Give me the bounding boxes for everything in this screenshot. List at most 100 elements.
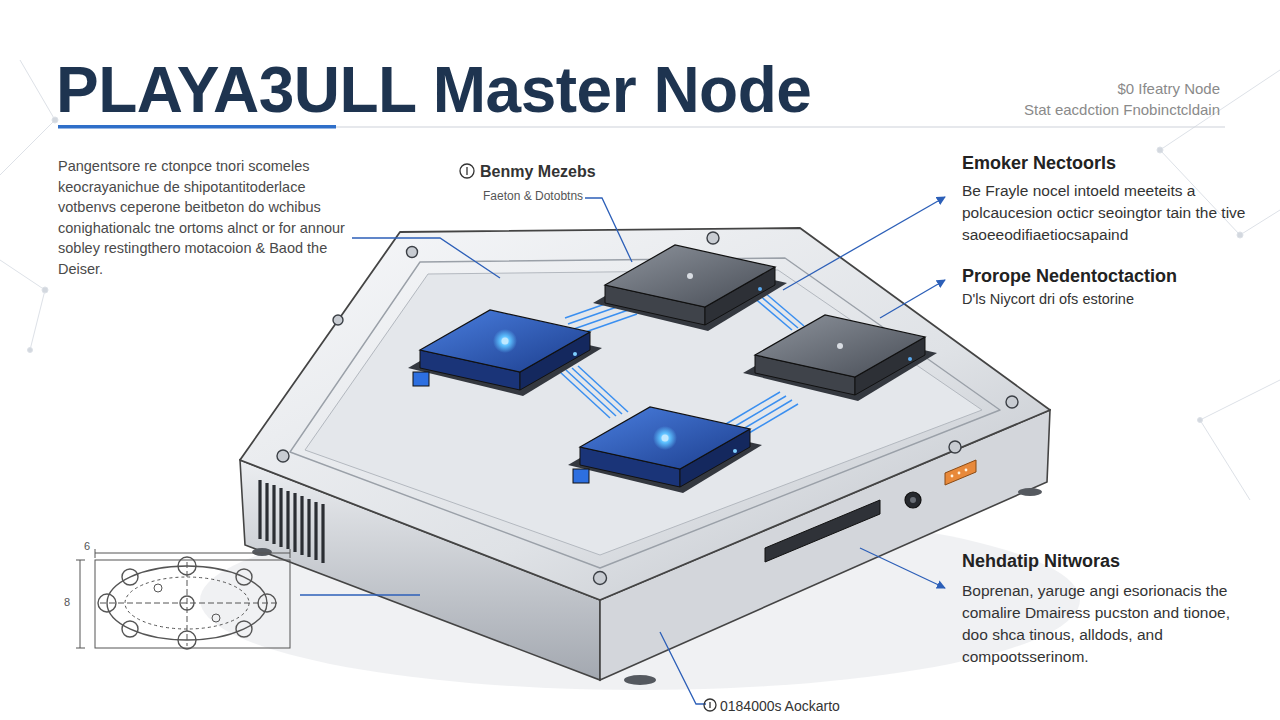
dimension-value: 6 <box>84 539 90 553</box>
page-title: PLAYA3ULL Master Node <box>56 54 811 126</box>
header-note: $0 Ifeatry Node <box>900 79 1220 98</box>
screw <box>707 232 719 244</box>
audio-jack <box>905 492 921 508</box>
background-network <box>0 60 1280 500</box>
module-connector <box>413 372 429 386</box>
callout-body: Boprenan, yaruge angi esorionacis the co… <box>962 580 1257 668</box>
screw <box>277 450 289 462</box>
module-indicator <box>758 287 762 291</box>
network-line <box>1200 380 1280 420</box>
callout-heading: Emoker Nectoorls <box>962 152 1116 175</box>
module-indicator <box>908 357 912 361</box>
leader-line <box>660 632 706 704</box>
port-pin <box>965 469 968 472</box>
module-indicator <box>573 352 577 356</box>
callout-icon-mark <box>466 167 467 175</box>
network-dot <box>1157 147 1163 153</box>
vent-slot <box>279 488 282 547</box>
dimension-tick <box>76 648 85 649</box>
vent-slot <box>321 504 324 563</box>
module-top <box>580 407 750 469</box>
blue-module <box>408 310 602 396</box>
dimension-line <box>80 560 81 648</box>
module-indicator <box>733 449 737 453</box>
module-led <box>662 435 669 442</box>
screw <box>1006 396 1018 408</box>
sketch-bolt <box>122 621 138 637</box>
vent-slot <box>286 491 289 549</box>
callout-heading: Nehdatip Nitworas <box>962 550 1120 573</box>
leader-arrow <box>880 280 945 318</box>
vent-slot <box>265 483 268 541</box>
gray-module <box>743 315 937 401</box>
part-label: 0184000s Aockarto <box>720 697 840 715</box>
wire <box>744 404 798 436</box>
network-line <box>1200 420 1250 500</box>
vent-slot <box>293 493 296 552</box>
dimension-tick <box>290 549 291 558</box>
network-dot <box>1237 232 1243 238</box>
callout-icon <box>704 699 716 711</box>
screw <box>949 441 961 453</box>
leader-arrow <box>783 197 945 290</box>
module-led <box>502 338 509 345</box>
blue-module <box>568 407 762 493</box>
wire <box>572 368 622 414</box>
technical-sketch <box>76 549 290 649</box>
vent-slot <box>258 480 261 539</box>
dimension-tick <box>76 560 85 561</box>
module-led <box>687 273 693 279</box>
sketch-hole <box>154 584 162 592</box>
wire <box>738 400 792 432</box>
network-line <box>20 60 55 120</box>
wire <box>758 294 798 328</box>
status-port-pins <box>951 469 968 478</box>
network-dot <box>42 287 48 293</box>
network-line <box>1240 210 1280 235</box>
leader-line <box>300 594 420 595</box>
network-line <box>30 290 45 350</box>
device-top-face <box>240 228 1050 600</box>
module-top <box>420 310 590 372</box>
foot <box>1018 488 1042 496</box>
sketch-bolt <box>236 569 252 585</box>
corner-screws <box>277 232 1018 585</box>
module-led <box>837 343 843 349</box>
module-top <box>605 245 775 307</box>
module-connector <box>573 469 589 483</box>
dimension-line <box>95 553 290 554</box>
dimension-tick <box>95 549 96 558</box>
network-line <box>0 260 45 290</box>
wire <box>560 372 610 418</box>
callout-heading: Benmy Mezebs <box>480 162 596 182</box>
title-rule <box>336 126 1225 127</box>
dimension-value: 8 <box>64 595 70 609</box>
foot <box>624 675 656 685</box>
sketch-bolt <box>178 557 196 575</box>
network-dot <box>1198 418 1203 423</box>
sketch-hub <box>180 596 194 610</box>
callout-body: D'ls Niycort dri ofs estorine <box>962 290 1134 308</box>
label-icons <box>460 164 716 711</box>
callout-icon <box>460 164 474 178</box>
port-pin <box>951 475 954 478</box>
vent-slot <box>307 499 310 557</box>
wire <box>764 292 804 326</box>
leader-lines <box>300 197 945 704</box>
leader-line <box>585 198 632 262</box>
callout-heading: Prorope Nedentoctaction <box>962 265 1177 288</box>
screw <box>333 315 343 325</box>
sketch-bolt <box>98 594 116 612</box>
leader-line <box>352 238 500 278</box>
callout-icon-mark <box>709 702 710 708</box>
network-line <box>0 120 55 175</box>
sketch-bolt <box>178 631 196 649</box>
module-top <box>755 315 925 377</box>
sketch-bolt <box>258 594 276 612</box>
sketch-bolt <box>236 621 252 637</box>
vent-slot <box>272 485 275 544</box>
wire <box>566 370 616 416</box>
vent-slot <box>314 502 317 560</box>
vent-slot <box>300 496 303 555</box>
